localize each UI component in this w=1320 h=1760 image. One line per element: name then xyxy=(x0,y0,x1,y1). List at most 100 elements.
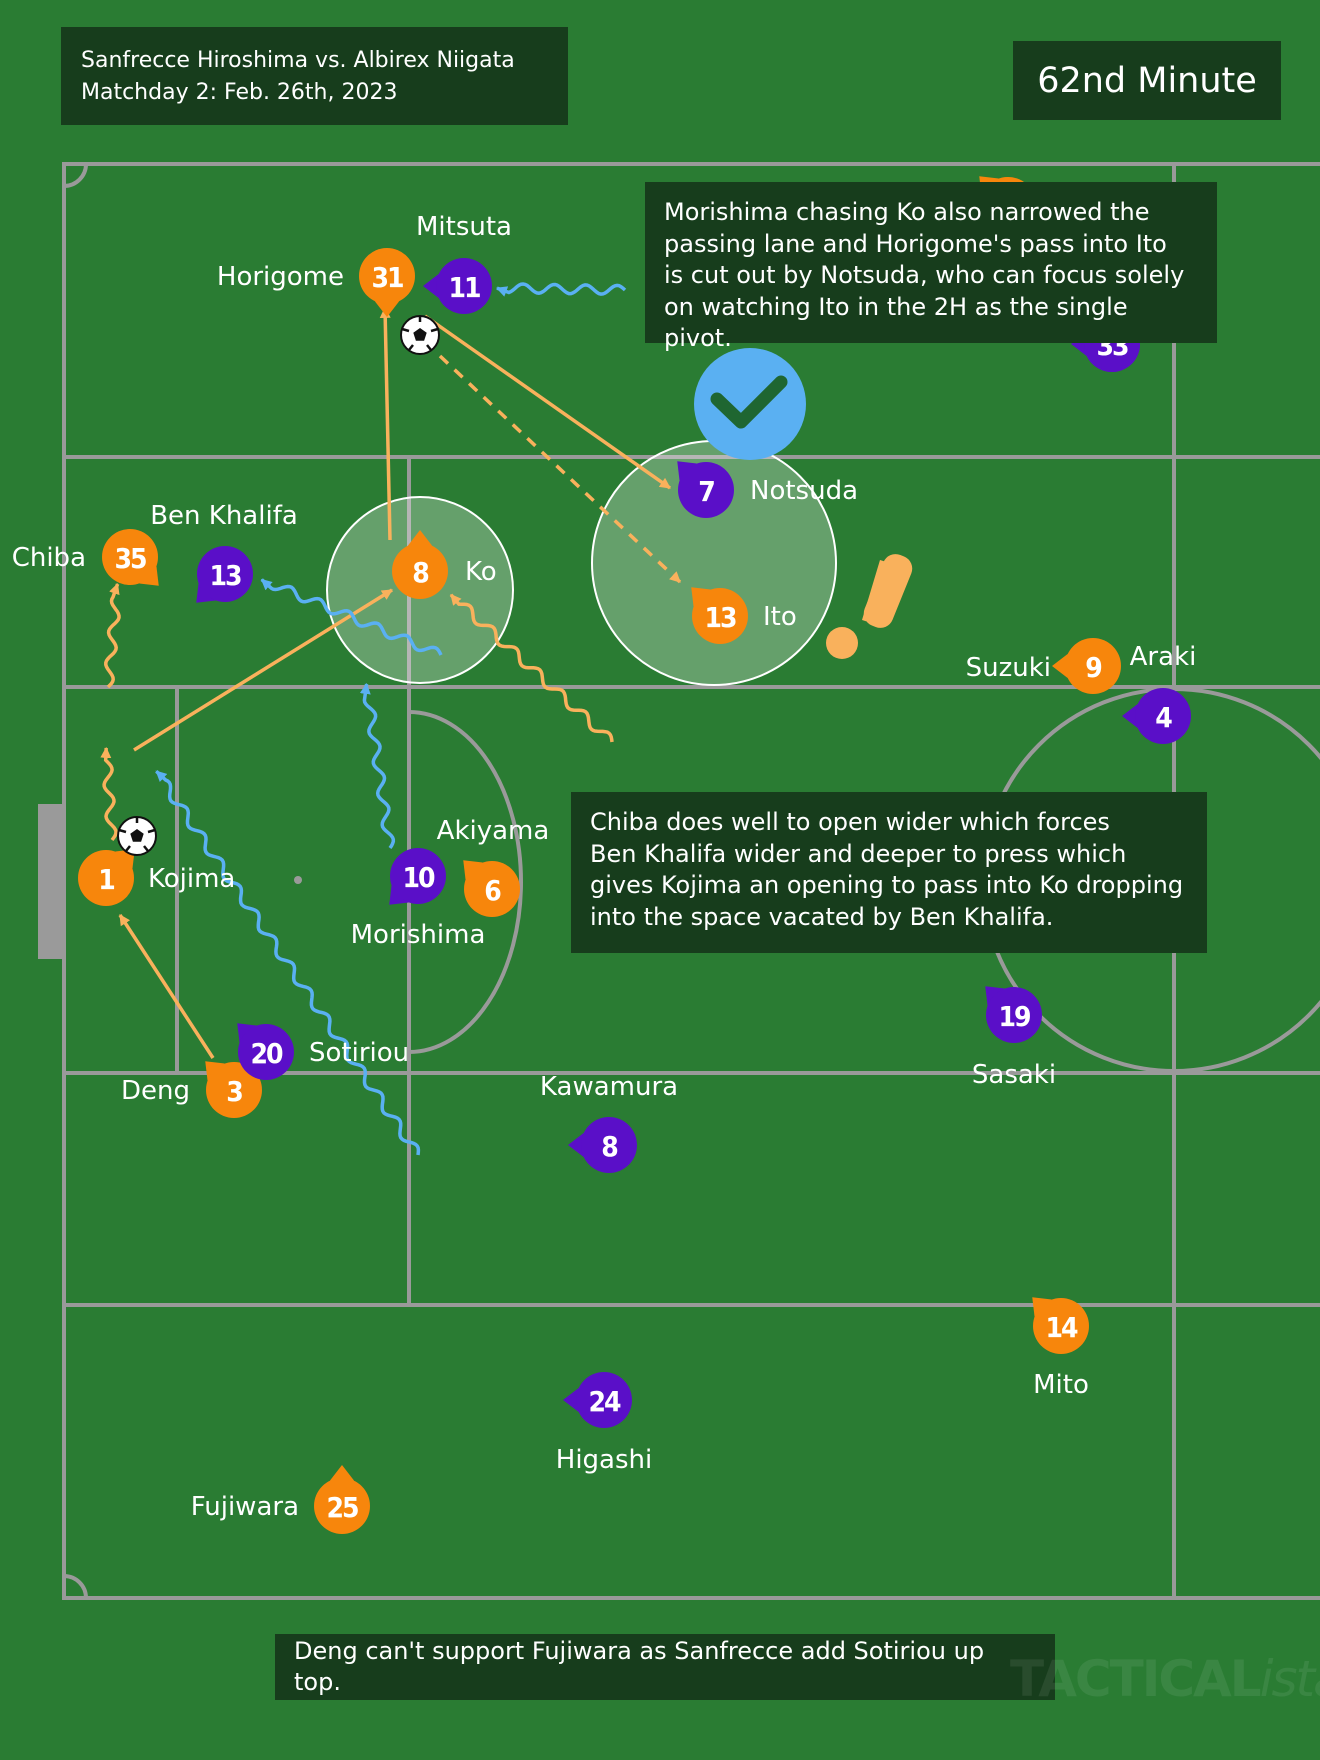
player-marker xyxy=(102,529,158,585)
warning-exclamation-icon xyxy=(826,554,913,659)
annotation-line: gives Kojima an opening to pass into Ko … xyxy=(590,871,1184,899)
player-name-label: Kawamura xyxy=(540,1072,678,1102)
player-name-label: Ito xyxy=(763,602,797,632)
player-hiroshima-sotiriou: 20 Sotiriou xyxy=(237,1023,409,1080)
intended-pass-arrow-horigome-ito xyxy=(438,354,682,584)
player-marker xyxy=(197,546,253,602)
player-marker xyxy=(392,543,448,599)
player-name-label: Suzuki xyxy=(966,653,1051,683)
player-name-label: Araki xyxy=(1130,642,1197,672)
ball-icon xyxy=(116,815,158,857)
match-header: Sanfrecce Hiroshima vs. Albirex Niigata … xyxy=(61,27,568,125)
player-niigata-chiba: 35 Chiba xyxy=(12,529,159,586)
player-marker xyxy=(436,258,492,314)
annotation-line: is cut out by Notsuda, who can focus sol… xyxy=(664,261,1185,289)
player-number: 25 xyxy=(326,1491,358,1524)
player-marker xyxy=(1065,638,1121,694)
player-marker xyxy=(581,1117,637,1173)
facing-indicator xyxy=(1122,703,1138,729)
watermark-italic: ista xyxy=(1259,1650,1320,1708)
player-niigata-akiyama: 6 Akiyama xyxy=(437,816,550,917)
player-hiroshima-araki: 4 Araki xyxy=(1122,642,1196,744)
player-number: 1 xyxy=(98,863,114,896)
ball-icon xyxy=(399,314,441,356)
watermark-logo: TACTICALista xyxy=(1010,1650,1320,1708)
player-marker xyxy=(238,1024,294,1080)
player-marker xyxy=(576,1372,632,1428)
annotation-line: on watching Ito in the 2H as the single … xyxy=(664,292,1128,353)
player-marker xyxy=(464,861,520,917)
player-number: 13 xyxy=(704,601,736,634)
player-number: 10 xyxy=(402,861,435,894)
annotation-line: into the space vacated by Ben Khalifa. xyxy=(590,902,1054,931)
player-name-label: Mito xyxy=(1033,1370,1089,1400)
player-marker xyxy=(359,248,415,304)
facing-indicator xyxy=(568,1132,584,1158)
player-niigata-suzuki: 9 Suzuki xyxy=(966,638,1121,694)
player-number: 35 xyxy=(114,542,146,575)
annotation-line: Chiba does well to open wider which forc… xyxy=(590,808,1110,836)
player-hiroshima-kawamura: 8 Kawamura xyxy=(540,1072,678,1173)
player-number: 4 xyxy=(1155,701,1172,734)
run-arrows xyxy=(100,282,627,1156)
annotation-box-build-up: Chiba does well to open wider which forc… xyxy=(571,792,1207,953)
player-name-label: Ko xyxy=(465,557,497,587)
player-niigata-horigome: 31 Horigome xyxy=(217,248,415,317)
facing-indicator xyxy=(407,530,433,546)
annotation-box-pivot: Morishima chasing Ko also narrowed the p… xyxy=(645,182,1217,352)
run-arrow-chiba xyxy=(104,582,121,689)
player-number: 19 xyxy=(998,1000,1030,1033)
player-number: 9 xyxy=(1085,651,1101,684)
player-name-label: Sotiriou xyxy=(309,1038,409,1068)
run-arrow-sotiriou xyxy=(155,770,421,1156)
pass-arrow-deng-kojima xyxy=(118,914,215,1059)
player-name-label: Fujiwara xyxy=(191,1492,299,1522)
annotation-line: Deng can't support Fujiwara as Sanfrecce… xyxy=(294,1636,985,1697)
player-name-label: Akiyama xyxy=(437,816,550,846)
run-arrow-morishima xyxy=(359,682,396,849)
facing-indicator xyxy=(374,301,400,317)
match-date: Matchday 2: Feb. 26th, 2023 xyxy=(81,80,398,105)
player-niigata-ito: 13 Ito xyxy=(691,587,797,644)
facing-indicator xyxy=(423,273,439,299)
player-number: 3 xyxy=(226,1075,242,1108)
player-marker xyxy=(986,987,1042,1043)
pass-arrow-ko-horigome xyxy=(379,306,392,541)
player-name-label: Higashi xyxy=(556,1445,652,1475)
pass-arrow-horigome-notsuda xyxy=(423,314,672,490)
player-marker xyxy=(78,850,134,906)
player-niigata-fujiwara: 25 Fujiwara xyxy=(191,1465,370,1534)
player-number: 8 xyxy=(601,1130,617,1163)
annotation-box-deng: Deng can't support Fujiwara as Sanfrecce… xyxy=(275,1634,1055,1700)
player-name-label: Chiba xyxy=(12,543,86,573)
player-marker xyxy=(1033,1298,1089,1354)
pass-arrow-kojima-ko xyxy=(133,588,393,752)
player-number: 7 xyxy=(698,475,714,508)
player-number: 6 xyxy=(484,874,501,907)
player-number: 31 xyxy=(371,261,403,294)
goal xyxy=(38,804,64,959)
player-name-label: Sasaki xyxy=(972,1060,1056,1090)
minute-label: 62nd Minute xyxy=(1013,41,1281,120)
player-marker xyxy=(692,588,748,644)
annotation-line: Morishima chasing Ko also narrowed the xyxy=(664,198,1150,226)
penalty-spot xyxy=(294,876,302,884)
run-arrow-mitsuta xyxy=(495,282,627,297)
player-name-label: Horigome xyxy=(217,262,344,292)
player-number: 20 xyxy=(250,1037,283,1070)
facing-indicator xyxy=(329,1465,355,1481)
player-marker xyxy=(206,1062,262,1118)
player-name-label: Morishima xyxy=(351,920,486,950)
run-arrow-ben-khalifa xyxy=(260,578,443,656)
player-number: 13 xyxy=(209,559,241,592)
annotation-line: passing lane and Horigome's pass into It… xyxy=(664,229,1167,258)
